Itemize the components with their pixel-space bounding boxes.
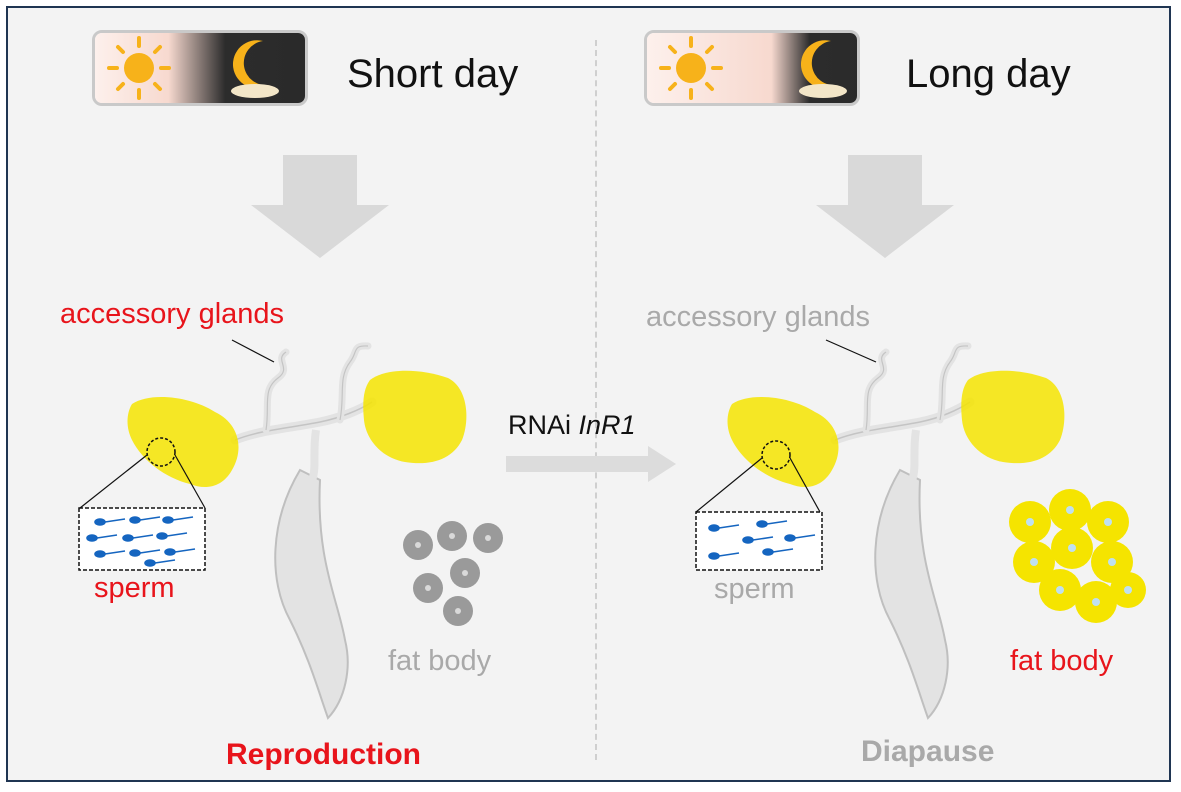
rnai-gene: InR1 [578,410,636,440]
down-arrow [251,155,389,258]
panel-divider [595,40,597,760]
left-reproductive-system [79,339,467,720]
left-fat-body-label: fat body [388,645,492,677]
reproduction-outcome: Reproduction [226,738,421,771]
right-fat-body-cells [1009,489,1146,623]
rnai-label: RNAi InR1 [508,410,636,441]
rnai-arrow [506,446,676,482]
long-day-photoperiod-icon [644,30,860,106]
left-accessory-glands-label: accessory glands [60,298,285,330]
rnai-prefix: RNAi [508,410,572,440]
right-accessory-glands-label: accessory glands [646,301,871,333]
short-day-photoperiod-icon [92,30,308,106]
left-sperm-label: sperm [94,572,175,604]
left-fat-body-cells [403,521,503,626]
sun-icon [659,36,723,100]
moon-icon [231,40,279,98]
long-day-title: Long day [906,52,1071,96]
short-day-title: Short day [347,52,519,96]
moon-icon [799,40,847,98]
right-fat-body-label: fat body [1010,645,1114,677]
right-sperm-box [695,511,823,571]
down-arrow [816,155,954,258]
right-reproductive-system [695,339,1065,720]
sun-icon [107,36,171,100]
right-sperm-label: sperm [714,573,795,605]
diapause-outcome: Diapause [861,735,995,768]
left-sperm-box [78,507,206,571]
